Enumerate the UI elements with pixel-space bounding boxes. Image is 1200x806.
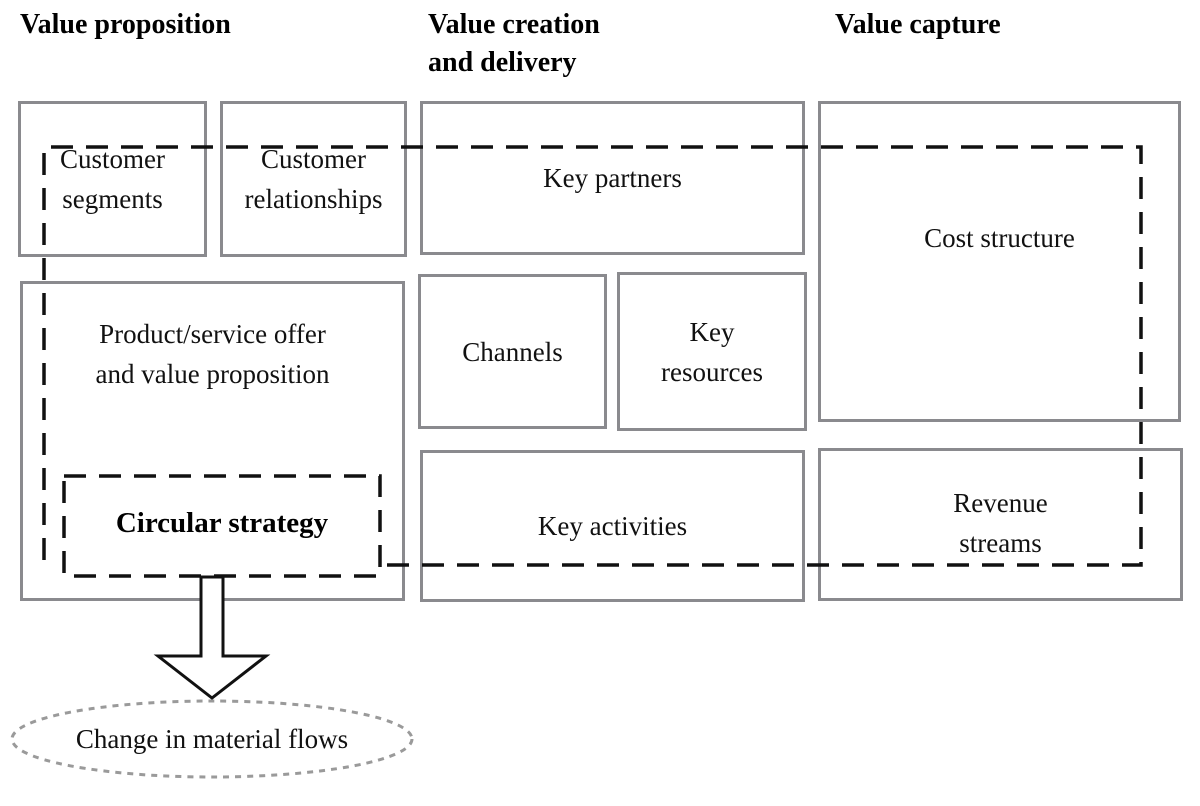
customer-relationships-label: Customer relationships <box>244 144 383 214</box>
channels-label: Channels <box>462 336 563 367</box>
circular-strategy-label: Circular strategy <box>115 507 329 539</box>
block-channels: Channels <box>418 274 607 429</box>
cost-structure-label: Cost structure <box>924 223 1075 253</box>
product-service-offer-label: Product/service offer and value proposit… <box>95 319 330 389</box>
block-key-resources: Key resources <box>617 272 807 431</box>
revenue-streams-label: Revenue streams <box>953 487 1048 558</box>
block-key-activities: Key activities <box>420 450 805 602</box>
header-value-capture: Value capture <box>835 9 1001 40</box>
customer-segments-label: Customer segments <box>60 144 165 214</box>
block-customer-segments: Customer segments <box>18 101 207 257</box>
block-product-service-offer: Product/service offer and value proposit… <box>20 281 405 601</box>
block-customer-relationships: Customer relationships <box>220 101 407 257</box>
block-cost-structure: Cost structure <box>818 101 1181 422</box>
change-in-material-flows-label: Change in material flows <box>75 724 349 754</box>
key-activities-label: Key activities <box>537 511 688 541</box>
block-revenue-streams: Revenue streams <box>818 448 1183 601</box>
key-partners-label: Key partners <box>543 163 682 193</box>
key-resources-label: Key resources <box>661 316 763 387</box>
header-value-creation-delivery: Value creation and delivery <box>428 9 600 78</box>
header-value-proposition: Value proposition <box>20 9 231 40</box>
block-key-partners: Key partners <box>420 101 805 255</box>
